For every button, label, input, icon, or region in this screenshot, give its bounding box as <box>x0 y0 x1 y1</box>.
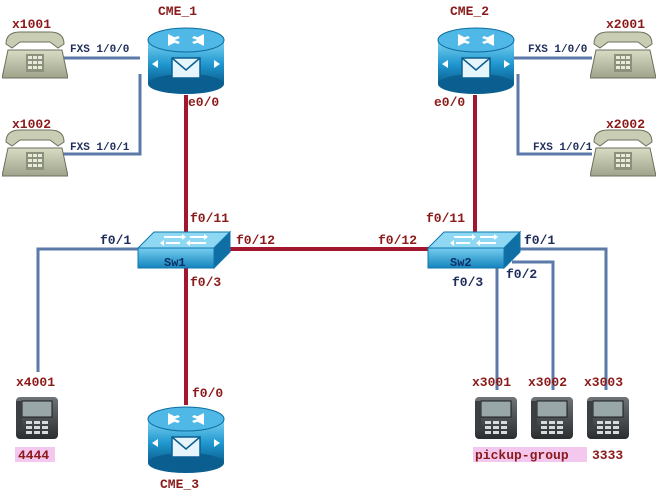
x1001-label: x1001 <box>12 17 51 32</box>
x3001-label: x3001 <box>472 375 511 390</box>
sw1-port-down: f0/3 <box>190 275 221 290</box>
switch-sw2[interactable] <box>427 231 521 269</box>
cme3-port-label: f0/0 <box>192 386 223 401</box>
analog-phone-x1002[interactable] <box>2 129 68 177</box>
analog-phone-x1001[interactable] <box>2 31 68 79</box>
pickup-group-label: pickup-group <box>475 448 569 463</box>
x1001-fxs-label: FXS 1/0/0 <box>70 44 129 56</box>
x1002-fxs-label: FXS 1/0/1 <box>70 142 130 154</box>
sw2-port-down2: f0/2 <box>506 267 537 282</box>
router-cme1-label: CME_1 <box>158 4 197 19</box>
analog-phone-x2002[interactable] <box>590 129 656 177</box>
x2001-label: x2001 <box>606 17 645 32</box>
router-cme2-label: CME_2 <box>450 4 489 19</box>
ip-phone-x3001[interactable] <box>474 396 518 440</box>
sw2-port-right: f0/1 <box>524 233 555 248</box>
sw2-port-down1: f0/3 <box>452 275 483 290</box>
sw1-port-left: f0/1 <box>100 233 131 248</box>
link-x1002-cme1 <box>62 74 142 156</box>
links <box>36 56 608 405</box>
x2002-label: x2002 <box>606 117 645 132</box>
switch-sw2-label: Sw2 <box>450 256 472 270</box>
number-3333-label: 3333 <box>592 448 623 463</box>
x4001-number: 4444 <box>18 448 49 463</box>
router-cme3-label: CME_3 <box>160 477 199 492</box>
link-cme2-x2002 <box>516 74 592 156</box>
x3002-label: x3002 <box>528 375 567 390</box>
analog-phone-x2001[interactable] <box>590 31 656 79</box>
router-cme3[interactable] <box>147 406 225 474</box>
x4001-label: x4001 <box>16 375 55 390</box>
sw1-port-up: f0/11 <box>190 211 229 226</box>
sw1-port-right: f0/12 <box>236 233 275 248</box>
ip-phone-x3002[interactable] <box>530 396 574 440</box>
link-sw1-x4001 <box>36 247 144 372</box>
x1002-label: x1002 <box>12 117 51 132</box>
cme2-port-label: e0/0 <box>434 95 465 110</box>
x2001-fxs-label: FXS 1/0/0 <box>528 44 587 56</box>
sw2-port-left: f0/12 <box>378 233 417 248</box>
switch-sw1-label: Sw1 <box>164 256 186 270</box>
highlight-pickup-group <box>473 447 587 462</box>
sw2-port-up: f0/11 <box>426 211 465 226</box>
link-sw2-x3002 <box>512 260 555 390</box>
cme1-port-label: e0/0 <box>188 95 219 110</box>
router-cme1[interactable] <box>147 27 225 95</box>
x2002-fxs-label: FXS 1/0/1 <box>533 142 593 154</box>
x3003-label: x3003 <box>584 375 623 390</box>
router-cme2[interactable] <box>437 27 515 95</box>
ip-phone-x4001[interactable] <box>15 396 59 440</box>
link-sw2-x3003 <box>518 247 608 390</box>
ip-phone-x3003[interactable] <box>586 396 630 440</box>
highlight-4444 <box>15 447 55 462</box>
